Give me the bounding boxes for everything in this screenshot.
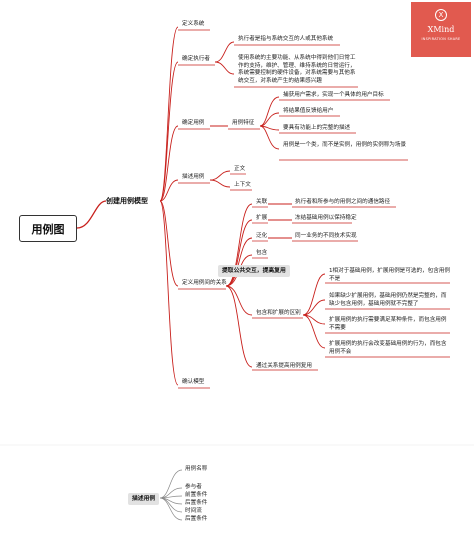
- relation-extend[interactable]: 扩展: [256, 215, 268, 221]
- branch-define-actor[interactable]: 确定执行者: [182, 56, 210, 62]
- describe-body[interactable]: 正文: [234, 166, 246, 172]
- usecase-feature-3[interactable]: 要具有功能上的完整的描述: [283, 125, 351, 131]
- relation-association-desc[interactable]: 执行者和所参与的用例之间的通信路径: [295, 199, 391, 205]
- xmind-logo: X XMind INSPIRATION SHARE: [411, 2, 471, 57]
- branch-describe-usecase[interactable]: 描述用例: [182, 174, 205, 180]
- describe-item-name[interactable]: 用例名称: [185, 466, 208, 472]
- logo-tagline: INSPIRATION SHARE: [421, 37, 461, 41]
- describe-item-timeflow[interactable]: 时间流: [185, 508, 202, 514]
- relation-generalize-desc[interactable]: 同一业务的不同技术实现: [295, 233, 357, 239]
- relation-extend-desc[interactable]: 冻结基础用例以保持稳定: [295, 215, 357, 221]
- relation-association[interactable]: 关联: [256, 199, 268, 205]
- describe-item-actor[interactable]: 参与者: [185, 484, 202, 490]
- describe-item-postcondition-2[interactable]: 后置条件: [185, 516, 208, 522]
- relation-generalize[interactable]: 泛化: [256, 233, 268, 239]
- describe-context[interactable]: 上下文: [234, 182, 251, 188]
- usecase-feature-1[interactable]: 捕获用户需求，实现一个具体的用户目标: [283, 92, 384, 98]
- branch-confirm-model[interactable]: 确认模型: [182, 379, 205, 385]
- relations-chip[interactable]: 提取公共交互，提高复用: [218, 265, 290, 277]
- usecase-feature-2[interactable]: 将结果值反馈给用户: [283, 108, 334, 114]
- describe-usecase-chip[interactable]: 描述用例: [128, 493, 160, 505]
- logo-name: XMind: [427, 25, 455, 34]
- diff-item-4[interactable]: 扩展用例的执行会改变基础用例的行为，而包含用例不会: [329, 341, 447, 355]
- describe-item-postcondition[interactable]: 后置条件: [185, 500, 208, 506]
- diff-item-2[interactable]: 如果缺少扩展用例，基础用例仍然是完整的，而缺少包含用例，基础用例就不完整了: [329, 293, 447, 307]
- relation-reuse[interactable]: 通过关系提高用例复用: [256, 363, 312, 369]
- describe-item-precondition[interactable]: 前置条件: [185, 492, 208, 498]
- diff-item-1[interactable]: 1相对于基础用例，扩展用例是可选的，包含用例不是: [329, 268, 451, 282]
- root-topic[interactable]: 用例图: [19, 215, 77, 242]
- actor-identification[interactable]: 使用系统的主要功能、从系统中得到他们日常工作的支持，维护、管理、维持系统的日常运…: [238, 55, 356, 84]
- include-extend-diff[interactable]: 包含和扩展的区别: [256, 310, 301, 316]
- actor-definition[interactable]: 执行者是指与系统交互的人或其他系统: [238, 36, 334, 42]
- relation-include[interactable]: 包含: [256, 250, 268, 256]
- usecase-feature-4[interactable]: 用例是一个类，而不是实例，用例的实例称为场景: [283, 142, 407, 148]
- branch-relations[interactable]: 定义用例间的关系: [182, 280, 227, 286]
- branch-define-system[interactable]: 定义系统: [182, 21, 205, 27]
- usecase-features[interactable]: 用例特征: [232, 120, 255, 126]
- diff-item-3[interactable]: 扩展用例的执行需要满足某种条件，而包含用例不需要: [329, 317, 447, 331]
- branch-define-usecase[interactable]: 确定用例: [182, 120, 205, 126]
- main-topic[interactable]: 创建用例模型: [106, 197, 148, 205]
- xmind-mark-icon: X: [435, 9, 447, 21]
